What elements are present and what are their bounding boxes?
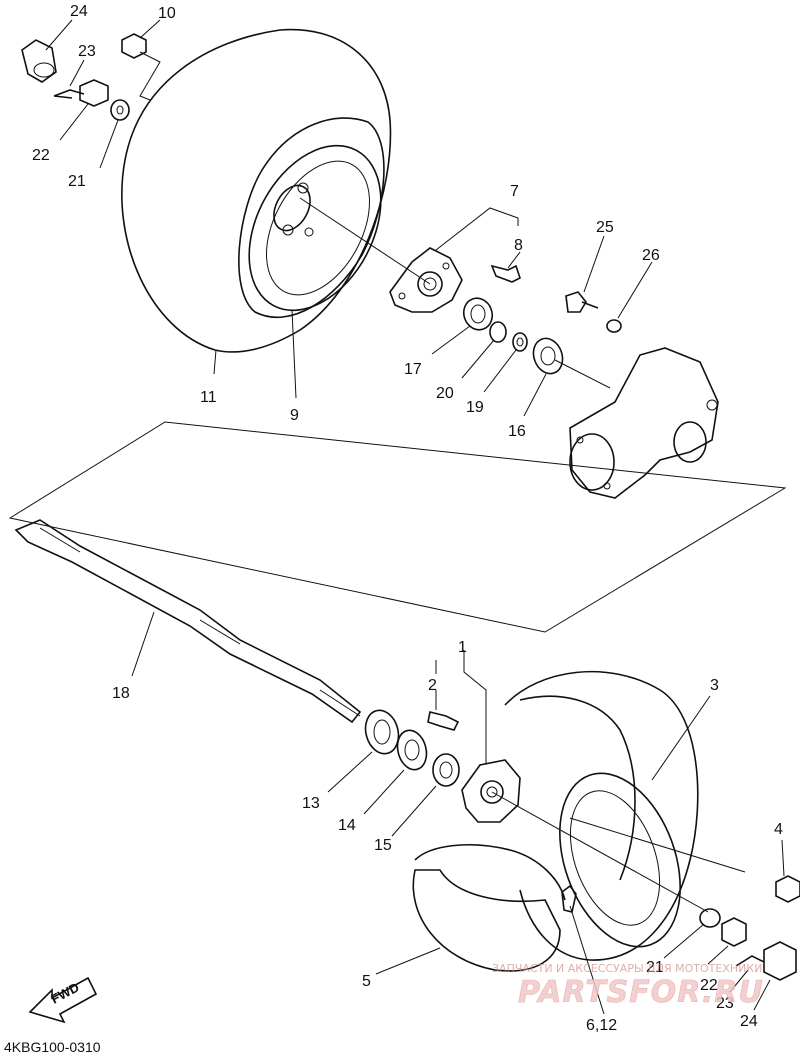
watermark-line1: ЗАПЧАСТИ И АКСЕССУАРЫ ДЛЯ МОТОТЕХНИКИ [492, 962, 762, 975]
callout-14: 14 [338, 817, 356, 834]
callout-18: 18 [112, 685, 130, 702]
watermark: ЗАПЧАСТИ И АКСЕССУАРЫ ДЛЯ МОТОТЕХНИКИ PA… [492, 962, 764, 1010]
upper-bolt-8 [490, 264, 521, 283]
bolt-25 [565, 291, 599, 313]
callout-2: 2 [428, 677, 437, 694]
oil-seal-15 [432, 753, 460, 787]
lower-rim [559, 772, 681, 948]
cotter-pin-23-bottom [735, 955, 765, 967]
cap-24-top [21, 39, 57, 83]
fwd-label: FWD [48, 980, 81, 1007]
bearing-14 [396, 729, 428, 771]
circlip-20 [489, 321, 507, 343]
callout-4: 4 [774, 821, 783, 838]
callout-5: 5 [362, 973, 371, 990]
callout-15: 15 [374, 837, 392, 854]
callout-17: 17 [404, 361, 422, 378]
callout-24-bottom: 24 [740, 1013, 758, 1030]
nut-10 [121, 33, 147, 59]
upper-wheel-tire [121, 28, 392, 353]
upper-bearing-17 [462, 297, 494, 331]
final-gear-case [569, 347, 719, 499]
callout-22-bottom: 22 [700, 977, 718, 994]
callout-6-12: 6,12 [586, 1017, 617, 1034]
callout-23-top: 23 [78, 43, 96, 60]
callout-1: 1 [458, 639, 467, 656]
callout-9: 9 [290, 407, 299, 424]
valve-stem-6-12 [561, 884, 577, 913]
castle-nut-22-top [79, 79, 109, 107]
oil-seal-13 [364, 709, 400, 755]
shaft-enclosure-outline [8, 421, 787, 633]
callout-21-bottom: 21 [646, 959, 664, 976]
lower-wheel-tire-3 [504, 670, 699, 961]
callout-19: 19 [466, 399, 484, 416]
washer-26 [606, 319, 622, 333]
callout-13: 13 [302, 795, 320, 812]
callout-10: 10 [158, 5, 176, 22]
washer-21-top [110, 99, 130, 121]
cap-24-bottom [763, 941, 797, 981]
callout-23-bottom: 23 [716, 995, 734, 1012]
watermark-line2: PARTSFOR.RU [518, 975, 764, 1010]
bolt-2 [427, 711, 460, 731]
bearing-16 [532, 337, 564, 375]
callout-labels: 24 10 23 22 21 7 8 25 26 17 20 19 16 11 … [32, 3, 783, 1034]
callout-22-top: 22 [32, 147, 50, 164]
washer-21-bottom [699, 908, 721, 928]
lower-hub-flange-1 [461, 759, 521, 823]
castle-nut-22-bottom [721, 917, 747, 947]
callout-3: 3 [710, 677, 719, 694]
callout-8: 8 [514, 237, 523, 254]
callout-24-top: 24 [70, 3, 88, 20]
callout-21-top: 21 [68, 173, 86, 190]
callout-16: 16 [508, 423, 526, 440]
callout-20: 20 [436, 385, 454, 402]
diagram-code: 4KBG100-0310 [4, 1039, 101, 1055]
callout-11: 11 [200, 389, 217, 406]
lower-wheel-tire-5 [412, 844, 566, 972]
nut-4 [775, 875, 800, 903]
upper-hub-flange [389, 247, 463, 313]
spacer-19 [512, 332, 528, 352]
fwd-arrow-icon: FWD [28, 976, 98, 1024]
leader-lines [45, 19, 785, 1015]
callout-25: 25 [596, 219, 614, 236]
rear-axle-18 [14, 519, 362, 724]
callout-26: 26 [642, 247, 660, 264]
callout-7: 7 [510, 183, 519, 200]
